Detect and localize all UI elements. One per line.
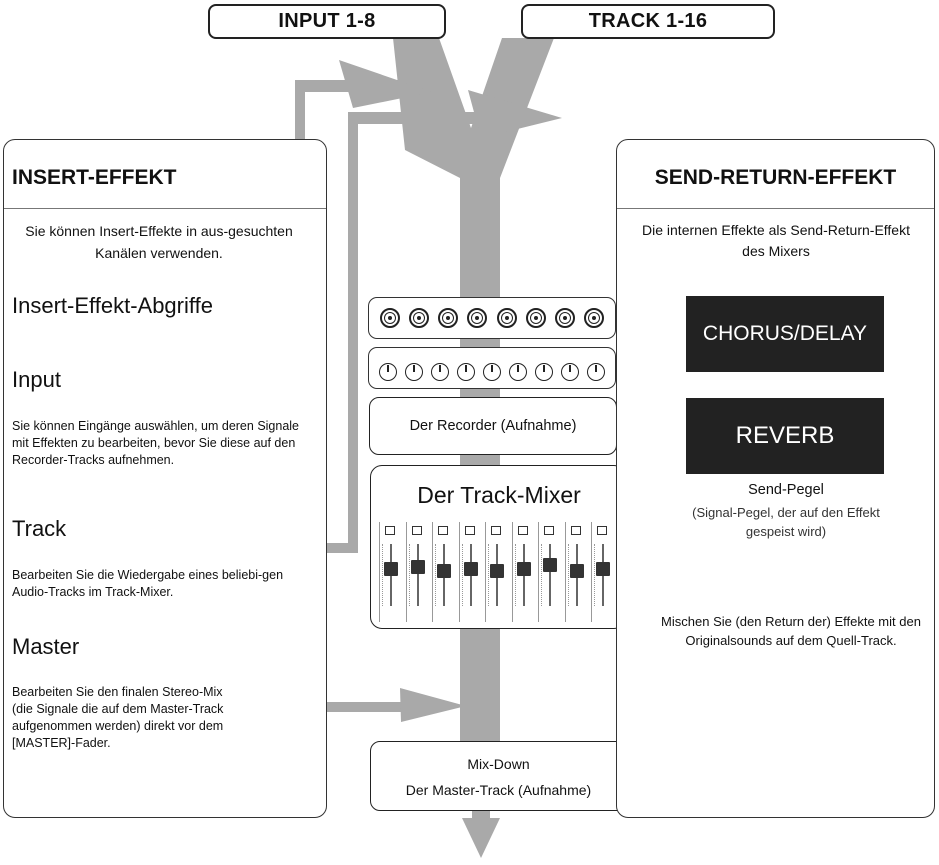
mixdown-label: Mix-Down [467, 756, 530, 772]
insert-points-heading: Insert-Effekt-Abgriffe [12, 293, 213, 318]
reverb-box: REVERB [686, 398, 884, 474]
track-heading: Track [12, 516, 67, 541]
input-jack-3 [438, 308, 459, 328]
track-source-label: TRACK 1-16 [521, 4, 775, 39]
input-insert-arrowhead [339, 60, 432, 108]
fader-cap[interactable] [384, 562, 398, 576]
channel-select-button[interactable] [517, 526, 528, 535]
input-jack-6 [525, 308, 546, 328]
channel-select-button[interactable] [597, 526, 607, 535]
gain-knob-6 [509, 363, 527, 381]
input-source-label: INPUT 1-8 [208, 4, 446, 39]
recorder-box [369, 397, 617, 455]
fader-scale [541, 544, 546, 606]
master-track-label: Der Master-Track (Aufnahme) [405, 782, 592, 798]
input-jacks-strip [368, 297, 616, 339]
gain-knob-5 [483, 363, 501, 381]
mixer-channel-strip [405, 522, 429, 622]
channel-select-button[interactable] [385, 526, 395, 535]
send-return-intro: Die internen Effekte als Send-Return-Eff… [642, 222, 910, 259]
master-channel-strip [591, 522, 614, 622]
send-level-label: Send-Pegel [748, 482, 824, 498]
master-heading: Master [12, 634, 80, 659]
recorder-label: Der Recorder (Aufnahme) [409, 418, 577, 434]
mixer-channel-strip [379, 522, 402, 622]
send-level-note: (Signal-Pegel, der auf den Effekt gespei… [692, 505, 880, 539]
mixer-channel-strip [511, 522, 535, 622]
input-heading: Input [12, 367, 61, 392]
fader-cap[interactable] [516, 562, 531, 576]
gain-knob-2 [405, 363, 423, 381]
channel-select-button[interactable] [438, 526, 448, 535]
input-jack-4 [467, 308, 488, 328]
send-return-panel [616, 139, 935, 818]
insert-effect-title: INSERT-EFFEKT [12, 166, 177, 189]
channel-select-button[interactable] [570, 526, 581, 535]
gain-knobs-strip [368, 347, 616, 389]
input-description: Sie können Eingänge auswählen, um deren … [12, 419, 300, 467]
fader-cap[interactable] [410, 560, 425, 574]
input-jack-8 [584, 308, 605, 328]
input-jack-2 [408, 308, 429, 328]
mixer-channel-strip [458, 522, 482, 622]
fader-cap[interactable] [437, 564, 451, 578]
fader-cap[interactable] [490, 564, 504, 578]
fader-cap[interactable] [543, 558, 557, 572]
channel-select-button[interactable] [464, 526, 475, 535]
channel-select-button[interactable] [544, 526, 554, 535]
master-insert-arrowhead [400, 688, 466, 722]
fader-scale [594, 544, 599, 606]
fader-cap[interactable] [596, 562, 610, 576]
send-panel-divider [617, 208, 934, 209]
fader-scale [488, 544, 493, 606]
mixer-channel-strip [432, 522, 455, 622]
gain-knob-8 [561, 363, 579, 381]
track-mixer-title: Der Track-Mixer [417, 482, 581, 508]
input-jack-1 [379, 308, 400, 328]
fader-scale [514, 544, 520, 606]
fader-slot [549, 544, 551, 606]
fader-scale [382, 544, 387, 606]
fader-scale [435, 544, 440, 606]
gain-knob-1 [379, 363, 397, 381]
gain-knob-7 [535, 363, 553, 381]
send-return-title: SEND-RETURN-EFFEKT [654, 166, 897, 189]
chorus-delay-box: CHORUS/DELAY [686, 296, 884, 372]
fader-scale [567, 544, 573, 606]
insert-effect-intro: Sie können Insert-Effekte in aus-gesucht… [25, 223, 293, 261]
gain-knob-3 [431, 363, 449, 381]
track-description: Bearbeiten Sie die Wiedergabe eines beli… [12, 568, 284, 599]
fader-scale [408, 544, 414, 606]
track-mixer-box: Der Track-Mixer [370, 465, 626, 629]
fader-scale [461, 544, 467, 606]
mixer-channel-strip [485, 522, 508, 622]
fader-cap[interactable] [463, 562, 478, 576]
mixer-channel-strip [538, 522, 561, 622]
channel-select-button[interactable] [411, 526, 422, 535]
fader-slot [416, 544, 419, 606]
gain-knob-9 [587, 363, 605, 381]
master-description: Bearbeiten Sie den finalen Stereo-Mix (d… [12, 685, 224, 750]
input-jack-5 [496, 308, 517, 328]
mixdown-box [370, 741, 627, 811]
insert-panel-divider [4, 208, 326, 209]
fader-cap[interactable] [569, 564, 584, 578]
return-mix-note: Mischen Sie (den Return der) Effekte mit… [661, 614, 921, 648]
gain-knob-4 [457, 363, 475, 381]
insert-effect-panel [3, 139, 327, 818]
output-arrow [462, 818, 500, 858]
mixer-channel-strip [564, 522, 588, 622]
channel-select-button[interactable] [491, 526, 501, 535]
input-jack-7 [555, 308, 576, 328]
track-insert-arrowhead [468, 90, 562, 138]
